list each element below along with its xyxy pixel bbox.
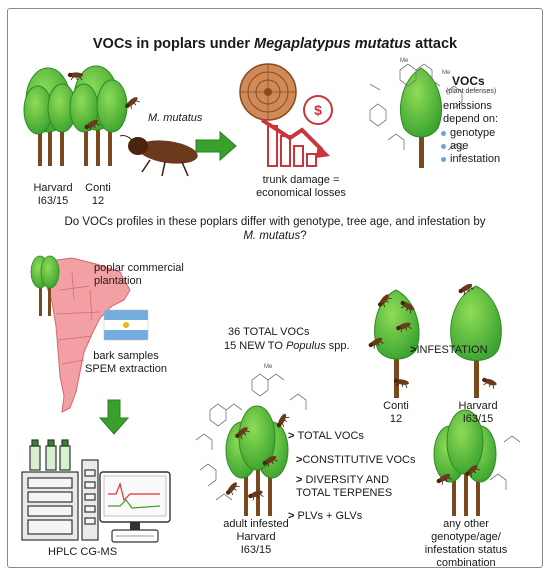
poplar-tree-icon xyxy=(30,255,60,316)
molecule-methyl-label: Me xyxy=(442,70,451,76)
arrow-right-icon xyxy=(195,130,237,162)
south-america-map xyxy=(41,257,131,413)
losses-chart-icon: $ xyxy=(260,95,333,167)
tree-cluster-top xyxy=(23,65,141,166)
results-total-vocs: 36 TOTAL VOCs xyxy=(228,326,310,338)
instrument-label: HPLC CG-MS xyxy=(48,546,118,558)
computer-monitor-icon xyxy=(99,471,171,543)
poplar-tree-icon xyxy=(69,65,128,166)
vocs-heading: VOCs xyxy=(452,74,485,88)
hplc-instrument-icon xyxy=(21,439,99,541)
molecule-structures-top xyxy=(369,63,465,151)
comparison-plv-glv: > PLVs + GLVs xyxy=(288,510,363,522)
comparison-constitutive: >CONSTITUTIVE VOCs xyxy=(296,454,416,466)
argentina-flag-icon xyxy=(103,309,149,341)
factor-list: genotype age infestation xyxy=(441,127,500,166)
poplar-tree-conti-icon xyxy=(367,289,420,398)
results-new-vocs: 15 NEW TO Populus spp. xyxy=(224,340,350,352)
adult-infested-trees-icon xyxy=(224,405,291,516)
svg-text:$: $ xyxy=(314,102,322,118)
molecule-structures-bottom xyxy=(195,373,521,501)
voc-tree-icon xyxy=(400,67,442,168)
molecule-methyl-label: Me xyxy=(264,364,273,370)
comparison-total-vocs: > TOTAL VOCs xyxy=(288,430,364,442)
insect-label: M. mutatus xyxy=(148,112,203,124)
poplar-tree-harvard-icon xyxy=(450,281,502,398)
research-question: Do VOCs profiles in these poplars differ… xyxy=(64,216,486,242)
damage-label: trunk damage =economical losses xyxy=(256,174,346,199)
mutatus-beetle-icon xyxy=(119,135,198,177)
molecule-methyl-label: Me xyxy=(400,58,409,64)
factor-infestation: infestation xyxy=(441,153,500,166)
poplar-tree-icon xyxy=(23,67,77,166)
arrow-down-icon xyxy=(98,399,130,435)
comparison-infestation: >INFESTATION xyxy=(410,344,488,356)
factor-age: age xyxy=(441,140,500,153)
other-combination-trees-icon xyxy=(433,409,497,516)
factor-genotype: genotype xyxy=(441,127,500,140)
wood-cross-section-icon xyxy=(239,63,297,121)
page-title: VOCs in poplars under Megaplatypus mutat… xyxy=(92,36,458,52)
vocs-subheading: (plant defenses) xyxy=(446,88,497,95)
